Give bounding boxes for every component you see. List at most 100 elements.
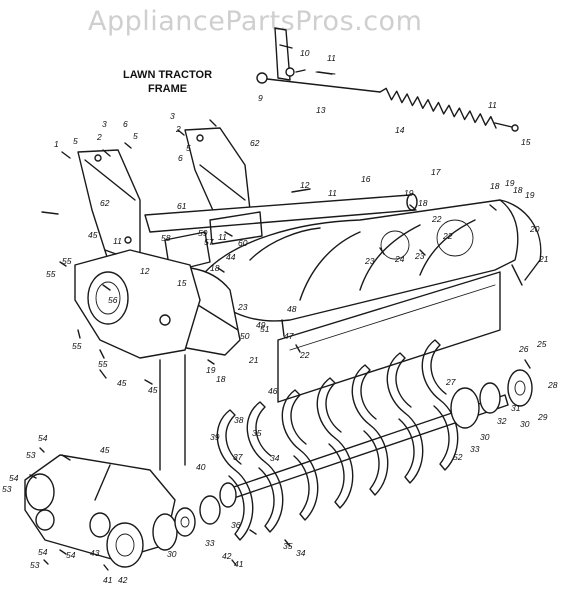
bolt xyxy=(281,319,285,337)
bolt xyxy=(61,151,71,159)
frame-title-line-1: LAWN TRACTOR xyxy=(123,69,212,81)
part-number-label: 10 xyxy=(300,48,310,58)
part-number-label: 12 xyxy=(140,266,150,276)
part-number-label: 46 xyxy=(268,386,278,396)
bolt xyxy=(409,204,417,211)
tine-blade-lower xyxy=(398,412,424,484)
part-number-label: 2 xyxy=(96,132,102,142)
bolt xyxy=(317,71,333,75)
part-number-label: 45 xyxy=(148,385,158,395)
part-number-label: 6 xyxy=(123,119,128,129)
tine-blade-upper xyxy=(386,352,412,414)
part-number-label: 55 xyxy=(46,269,56,279)
part-number-label: 35 xyxy=(283,541,293,551)
tine-blade-lower xyxy=(363,424,389,496)
part-number-label: 41 xyxy=(103,575,113,585)
part-number-label: 5 xyxy=(73,136,78,146)
lift-lever-assembly xyxy=(256,27,381,93)
part-number-label: 44 xyxy=(226,252,236,262)
part-number-label: 18 xyxy=(418,198,428,208)
part-number-label: 32 xyxy=(497,416,507,426)
part-number-label: 34 xyxy=(296,548,306,558)
part-number-label: 36 xyxy=(231,520,241,530)
tine-blade-upper xyxy=(246,401,272,463)
bolt xyxy=(419,249,426,256)
tine-blade-lower xyxy=(228,469,254,541)
bolt xyxy=(144,379,153,385)
part-number-label: 5 xyxy=(133,131,138,141)
part-number-label: 31 xyxy=(511,403,521,413)
part-number-label: 18 xyxy=(513,185,523,195)
part-number-label: 2 xyxy=(175,124,181,134)
part-number-label: 29 xyxy=(537,412,548,422)
part-number-label: 42 xyxy=(222,551,232,561)
part-number-label: 15 xyxy=(521,137,531,147)
part-number-label: 11 xyxy=(488,100,497,110)
part-number-label: 22 xyxy=(442,231,453,241)
part-number-label: 22 xyxy=(299,350,310,360)
bolt xyxy=(43,559,49,565)
bolt xyxy=(41,211,59,215)
part-number-label: 38 xyxy=(234,415,244,425)
bolt xyxy=(99,369,107,379)
bolt xyxy=(59,549,67,555)
part-number-label: 14 xyxy=(395,125,405,135)
bolt xyxy=(103,564,109,571)
part-number-label: 45 xyxy=(88,230,98,240)
tine-blade-lower xyxy=(328,437,354,509)
bolt xyxy=(39,447,45,453)
tine-shaft xyxy=(219,394,509,508)
bolt xyxy=(379,247,385,255)
part-number-label: 45 xyxy=(117,378,127,388)
frame-bracket-right xyxy=(184,127,251,216)
bolt xyxy=(59,261,67,267)
part-number-label: 51 xyxy=(260,324,270,334)
part-number-label: 23 xyxy=(237,302,248,312)
part-number-label: 9 xyxy=(258,93,263,103)
part-number-label: 55 xyxy=(98,359,108,369)
part-number-label: 49 xyxy=(256,320,266,330)
part-number-label: 5 xyxy=(186,143,191,153)
part-number-label: 52 xyxy=(453,452,463,462)
part-number-label: 19 xyxy=(525,190,535,200)
part-number-label: 26 xyxy=(518,344,529,354)
part-number-label: 22 xyxy=(431,214,442,224)
tine-blade-upper xyxy=(351,364,377,426)
part-number-label: 43 xyxy=(90,548,100,558)
part-number-label: 18 xyxy=(210,263,220,273)
part-number-label: 61 xyxy=(177,201,187,211)
watermark: AppliancePartsPros.com xyxy=(88,6,422,37)
side-plate-right xyxy=(499,199,542,286)
part-number-label: 18 xyxy=(490,181,500,191)
part-number-label: 20 xyxy=(529,224,540,234)
chain-case-upper xyxy=(74,249,201,359)
part-number-label: 37 xyxy=(233,452,243,462)
part-number-label: 16 xyxy=(361,174,371,184)
part-number-label: 54 xyxy=(38,433,48,443)
part-number-label: 11 xyxy=(327,53,336,63)
part-number-label: 12 xyxy=(300,180,310,190)
part-number-label: 47 xyxy=(284,331,294,341)
part-number-label: 39 xyxy=(210,432,220,442)
bolt xyxy=(102,284,111,291)
bolt xyxy=(29,474,37,479)
part-number-label: 19 xyxy=(206,365,216,375)
tine-blade-lower xyxy=(293,449,319,521)
part-number-label: 50 xyxy=(240,331,250,341)
part-number-label: 35 xyxy=(252,428,262,438)
tine-blade-upper xyxy=(421,339,447,401)
part-number-label: 30 xyxy=(480,432,490,442)
bearing-hub-left xyxy=(152,495,221,551)
frame-title-line-2: FRAME xyxy=(148,83,187,95)
part-number-label: 1 xyxy=(54,139,59,149)
part-number-label: 25 xyxy=(536,339,547,349)
bolt xyxy=(295,344,301,353)
bolt xyxy=(284,539,291,547)
bolt xyxy=(231,559,237,566)
part-number-label: 21 xyxy=(248,355,259,365)
bolt xyxy=(524,359,531,369)
hardware-bolts xyxy=(29,71,531,571)
part-number-label: 6 xyxy=(178,153,183,163)
